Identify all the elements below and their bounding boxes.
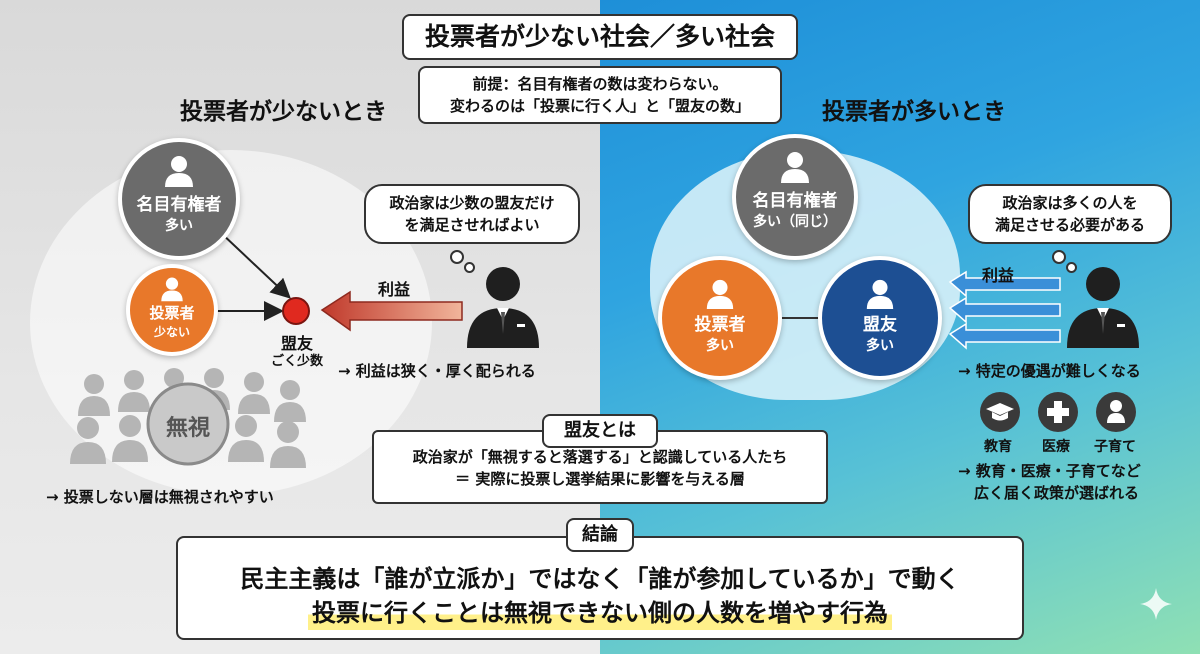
bubble-tail-dot <box>1066 262 1077 273</box>
left-speech-bubble: 政治家は少数の盟友だけ を満足させればよい <box>364 184 580 244</box>
right-ally-label: 盟友 <box>863 315 897 335</box>
person-icon <box>706 279 734 310</box>
right-speech-bubble: 政治家は多くの人を 満足させる必要がある <box>968 184 1172 244</box>
left-ally-label: 盟友 <box>280 334 313 353</box>
ignored-crowd-icon <box>70 368 306 468</box>
left-connectors <box>214 231 463 332</box>
person-icon <box>866 279 894 310</box>
left-bubble-line-1: 政治家は少数の盟友だけ <box>389 194 555 212</box>
politician-icon <box>467 267 539 348</box>
right-voters-label: 投票者 <box>694 315 746 335</box>
left-nominal-sub: 多い <box>165 218 193 234</box>
premise-line-2: 変わるのは「投票に行く人」と「盟友の数」 <box>449 97 750 115</box>
definition-line-2: ＝ 実際に投票し選挙結果に影響を与える層 <box>455 470 745 488</box>
right-note-2-line-2: 広く届く政策が選ばれる <box>974 484 1140 502</box>
right-benefit-label: 利益 <box>982 266 1015 285</box>
left-ally-sub: ごく少数 <box>270 354 323 369</box>
premise-box: 前提：名目有権者の数は変わらない。 変わるのは「投票に行く人」と「盟友の数」 <box>418 66 782 124</box>
left-ignored-note: → 投票しない層は無視されやすい <box>46 488 274 506</box>
politician-icon <box>1067 267 1139 348</box>
right-nominal-sub: 多い（同じ） <box>753 214 837 230</box>
benefit-arrow-left <box>320 290 463 332</box>
left-heading: 投票者が少ないとき <box>180 99 387 125</box>
left-bubble-line-2: を満足させればよい <box>404 216 540 234</box>
sparkle-icon <box>1140 588 1172 620</box>
person-icon <box>165 156 193 187</box>
right-note-2-line-1: → 教育・医療・子育てなど <box>958 462 1141 480</box>
conclusion-line-2: 投票に行くことは無視できない側の人数を増やす行為 <box>308 596 892 630</box>
right-bubble-line-1: 政治家は多くの人を <box>1002 194 1138 212</box>
right-connectors <box>778 270 1061 350</box>
bubble-tail-dot <box>464 262 475 273</box>
premise-line-1: 前提：名目有権者の数は変わらない。 <box>472 75 728 93</box>
page-title: 投票者が少ない社会／多い社会 <box>402 14 798 60</box>
right-heading: 投票者が多いとき <box>822 99 1006 125</box>
right-ally-node: 盟友 多い <box>818 256 942 380</box>
conclusion-line-1: 民主主義は「誰が立派か」ではなく「誰が参加しているか」で動く <box>240 565 960 593</box>
conclusion-box: 民主主義は「誰が立派か」ではなく「誰が参加しているか」で動く 投票に行くことは無… <box>176 536 1024 640</box>
definition-tab: 盟友とは <box>542 414 658 448</box>
graduation-cap-icon <box>980 392 1020 432</box>
right-voters-sub: 多い <box>706 338 734 354</box>
left-voters-node: 投票者 少ない <box>126 264 218 356</box>
definition-line-1: 政治家が「無視すると落選する」と認識している人たち <box>412 448 788 466</box>
icon-label-medical: 医療 <box>1042 439 1070 455</box>
left-ally-dot <box>282 297 310 325</box>
left-nominal-label: 名目有権者 <box>136 195 222 215</box>
baby-icon <box>1096 392 1136 432</box>
left-nominal-voters-node: 名目有権者 多い <box>118 138 240 260</box>
person-icon <box>781 152 809 183</box>
person-icon <box>161 277 183 302</box>
right-ally-sub: 多い <box>866 338 894 354</box>
left-voters-label: 投票者 <box>149 304 195 322</box>
right-note-1: → 特定の優遇が難しくなる <box>958 362 1141 380</box>
right-voters-node: 投票者 多い <box>658 256 782 380</box>
nominal-to-ally-arrow <box>219 231 291 299</box>
right-bubble-line-2: 満足させる必要がある <box>994 216 1145 234</box>
conclusion-tab: 結論 <box>566 518 634 552</box>
left-benefit-label: 利益 <box>378 280 411 299</box>
left-benefit-note: → 利益は狭く・厚く配られる <box>338 362 536 380</box>
benefit-arrows-right <box>948 270 1061 350</box>
icon-label-childcare: 子育て <box>1094 439 1136 455</box>
medical-cross-icon <box>1038 392 1078 432</box>
bubble-tail-dot <box>450 250 464 264</box>
right-nominal-voters-node: 名目有権者 多い（同じ） <box>732 134 858 260</box>
ignored-label: 無視 <box>165 416 210 441</box>
left-voters-sub: 少ない <box>153 325 190 339</box>
right-nominal-label: 名目有権者 <box>752 191 838 211</box>
icon-label-education: 教育 <box>984 439 1012 455</box>
bubble-tail-dot <box>1052 250 1066 264</box>
